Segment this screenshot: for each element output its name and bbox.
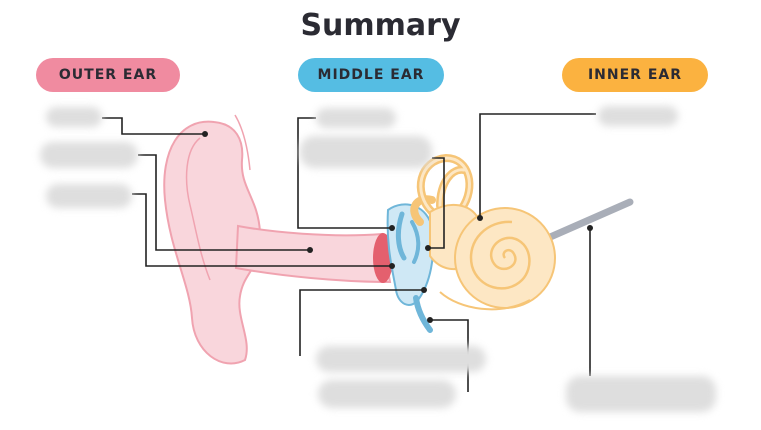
outer-ear-label: OUTER EAR: [36, 58, 180, 92]
ossicle-incus: [410, 220, 421, 264]
pinna-inner-fold: [185, 137, 211, 281]
middle-ear-label-text: MIDDLE EAR: [317, 67, 425, 83]
blurred-label-inner-1: [598, 106, 678, 126]
blurred-label-outer-2: [40, 142, 138, 168]
blurred-label-middle-4: [318, 380, 456, 408]
blurred-label-middle-1: [316, 108, 396, 128]
inner-ear-label: INNER EAR: [562, 58, 708, 92]
pinna-upper-curl: [234, 114, 251, 171]
cochlea-outline: [439, 291, 531, 311]
middle-ear-label: MIDDLE EAR: [298, 58, 444, 92]
blurred-label-outer-1: [46, 107, 102, 127]
outer-ear-label-text: OUTER EAR: [58, 67, 158, 83]
pinna: [163, 120, 262, 365]
auditory-nerve: [544, 198, 634, 242]
ossicle-malleus: [395, 211, 407, 261]
inner-ear-label-text: INNER EAR: [587, 67, 683, 83]
outer-ear-leader-lines: [102, 117, 392, 267]
blurred-label-outer-3: [46, 184, 132, 208]
eustachian-tube: [413, 295, 433, 333]
page-title: Summary: [300, 8, 461, 43]
ear-canal: [234, 224, 392, 284]
blurred-label-middle-2: [300, 136, 432, 168]
inner-ear-leader-lines: [479, 113, 596, 376]
blurred-label-inner-2: [566, 376, 716, 412]
blurred-label-middle-3: [316, 346, 486, 372]
cochlea-spiral: [469, 220, 531, 290]
